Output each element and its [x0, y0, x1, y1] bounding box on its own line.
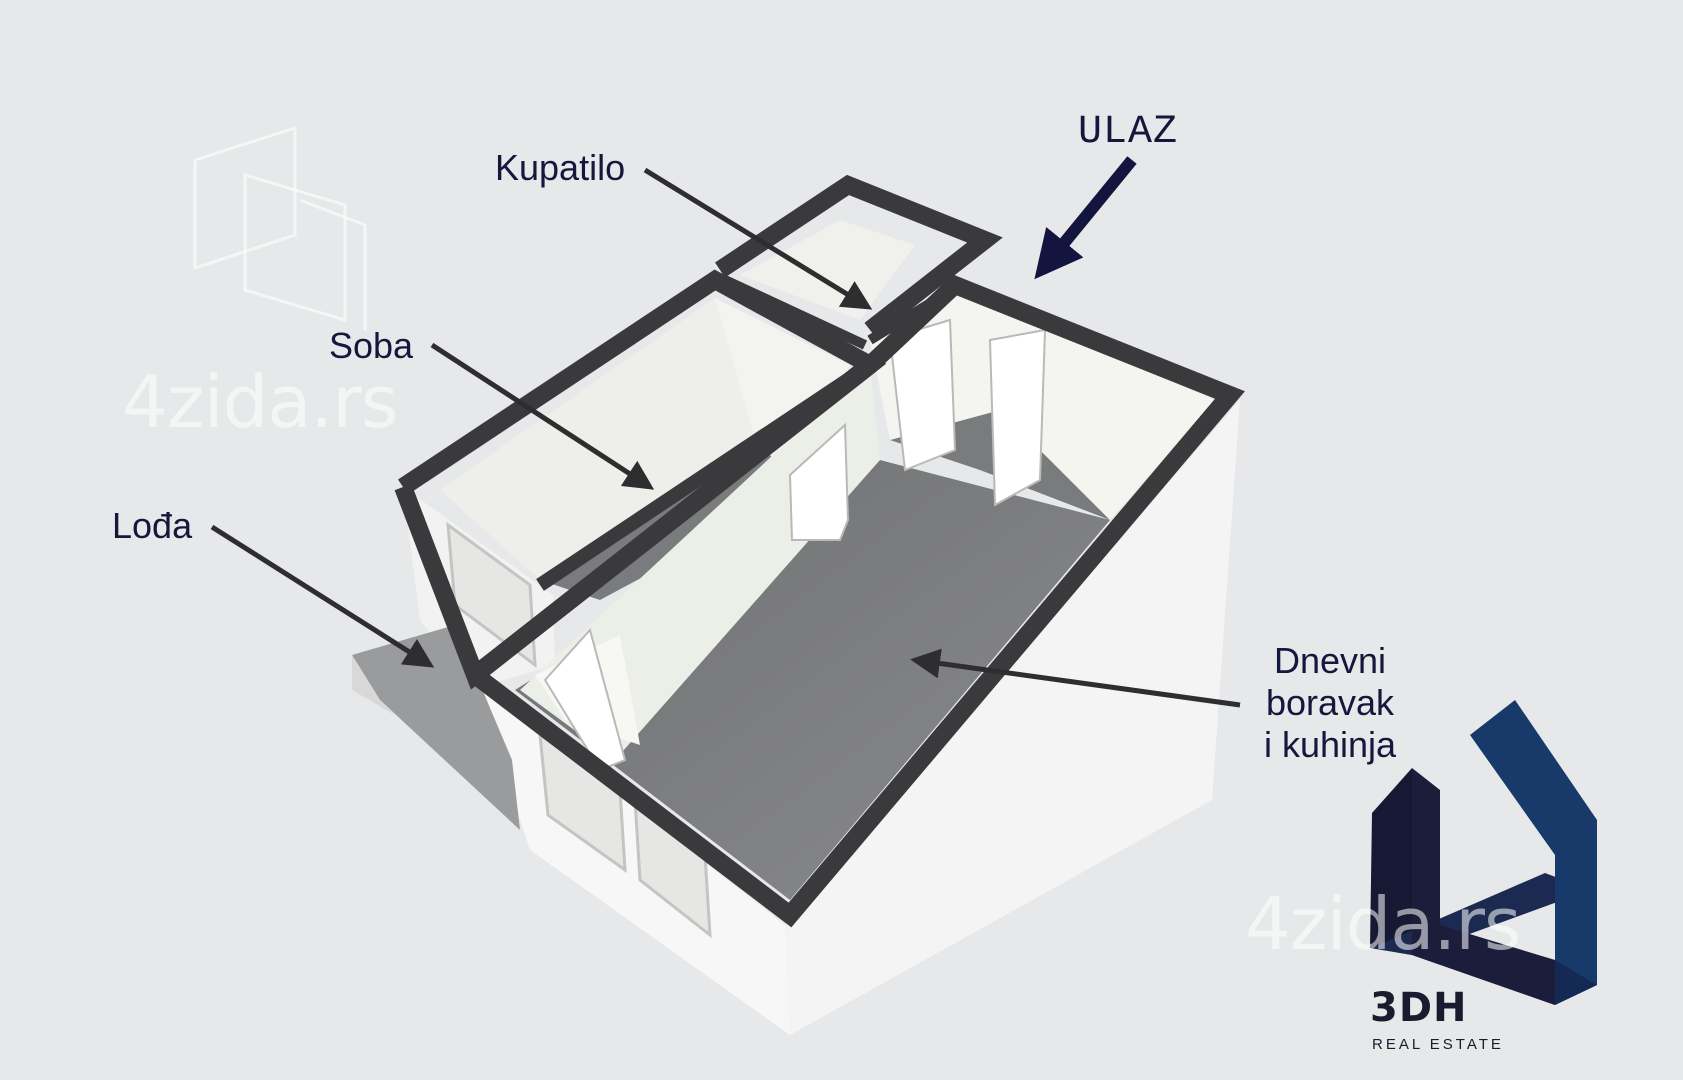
label-dnevni-line1: Dnevni [1273, 640, 1387, 681]
label-dnevni-line3: i kuhinja [1263, 724, 1397, 765]
loda-arrow [210, 524, 435, 668]
watermark-text-top: 4zida.rs [122, 360, 398, 444]
soba-arrow [430, 342, 655, 490]
brand-logo-mark [1370, 700, 1597, 1005]
label-dnevni-line2: boravak [1265, 682, 1395, 723]
label-loda: Lođa [112, 505, 193, 546]
watermark-icon-top [193, 125, 367, 330]
brand-name: 3DH [1370, 985, 1468, 1031]
dnevni-arrow [910, 648, 1241, 708]
label-kupatilo: Kupatilo [495, 147, 626, 188]
wall-tops [394, 174, 1245, 928]
label-ulaz: ULAZ [1078, 110, 1179, 155]
windows [446, 521, 712, 939]
living-room-floor [515, 460, 1110, 900]
label-dnevni-boravak: Dnevni boravak i kuhinja [1245, 640, 1415, 766]
doors [543, 318, 1047, 772]
annotation-arrows [210, 156, 1241, 708]
brand-tagline: REAL ESTATE [1372, 1036, 1504, 1053]
kupatilo-arrow [643, 167, 873, 310]
ulaz-arrow [1034, 156, 1137, 280]
watermark-text-bottom: 4zida.rs [1245, 882, 1521, 966]
label-soba: Soba [329, 325, 414, 366]
